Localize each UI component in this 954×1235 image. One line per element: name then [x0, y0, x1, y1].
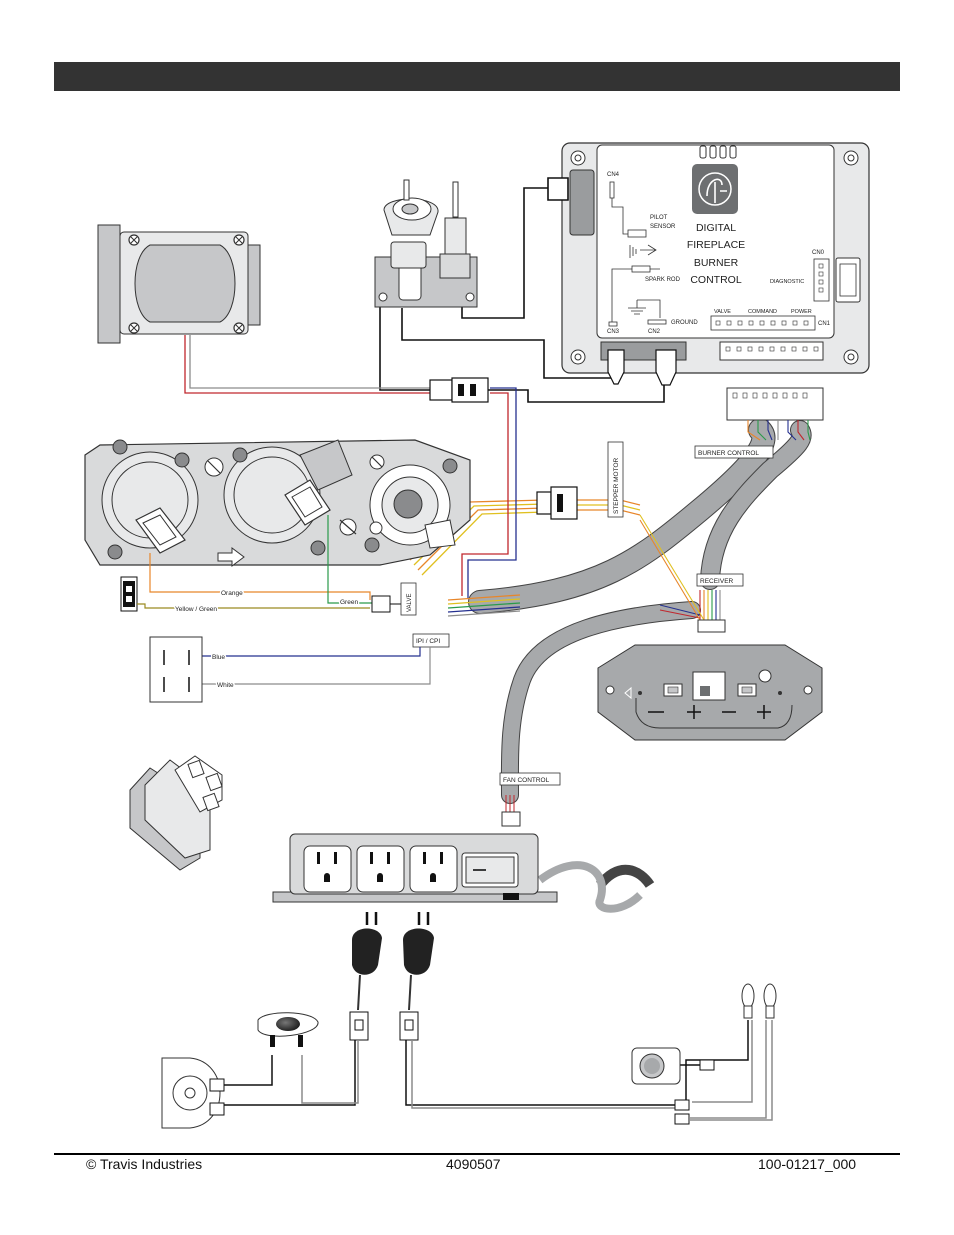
footer-part-number: 100-01217_000	[758, 1156, 857, 1172]
wire-label-yellow-green: Yellow / Green	[175, 606, 217, 613]
pilot-assembly	[374, 179, 478, 308]
ground-label: GROUND	[671, 320, 698, 326]
section-header-bar	[54, 62, 900, 91]
cn4-label: CN4	[607, 172, 620, 178]
rocker-switch	[129, 755, 223, 871]
receiver-tag: RECEIVER	[696, 573, 744, 587]
receiver-plug	[697, 619, 726, 633]
svg-text:RECEIVER: RECEIVER	[700, 578, 734, 585]
valve-tag: VALVE	[400, 582, 417, 616]
gas-valve	[84, 439, 471, 567]
wire-label-blue: Blue	[212, 654, 225, 661]
board-title-line-3: BURNER	[694, 257, 739, 269]
stepper-connector	[536, 486, 578, 520]
receiver-wires	[639, 514, 721, 621]
cn3-label: CN3	[607, 329, 620, 335]
motor-wires	[184, 335, 517, 598]
power-pin-label: POWER	[791, 309, 812, 315]
valve-plug	[371, 595, 391, 613]
wiring-diagram: DIGITAL FIREPLACE BURNER CONTROL CN4 PIL…	[84, 142, 870, 1129]
board-title-line-2: FIREPLACE	[687, 239, 745, 251]
footer-doc-number: 4090507	[446, 1156, 501, 1172]
footer-rule	[54, 1153, 900, 1155]
cn2-label: CN2	[648, 329, 661, 335]
wire-label-white: White	[217, 682, 234, 689]
command-pin-label: COMMAND	[748, 309, 777, 315]
wire-label-green: Green	[340, 599, 358, 606]
board-title-line-1: DIGITAL	[696, 222, 736, 234]
board-black-wires	[379, 177, 665, 403]
bottom-wiring	[220, 1020, 773, 1121]
wall-switch	[149, 636, 203, 703]
cn0-label: CN0	[812, 250, 825, 256]
fan-control-tag: FAN CONTROL	[499, 772, 561, 786]
board-title-line-4: CONTROL	[690, 274, 741, 286]
burner-control-tag: BURNER CONTROL	[694, 445, 774, 459]
svg-text:VALVE: VALVE	[407, 594, 413, 612]
outlet-box	[272, 833, 655, 913]
power-plugs	[349, 912, 434, 1041]
burner-control-connector	[726, 387, 824, 441]
gas-valve-motor	[97, 224, 261, 344]
diagnostic-label: DIAGNOSTIC	[770, 279, 804, 285]
svg-text:FAN CONTROL: FAN CONTROL	[503, 777, 550, 784]
footer-copyright: © Travis Industries	[86, 1156, 203, 1172]
remote-receiver	[597, 644, 823, 741]
pilot-sensor-label-2: SENSOR	[650, 224, 676, 230]
wire-label-orange: Orange	[221, 590, 243, 597]
thermo-disc	[257, 1012, 319, 1047]
spark-rod-label: SPARK ROD	[645, 277, 681, 283]
valve-harness-wires	[137, 515, 431, 685]
pilot-sensor-label-1: PILOT	[650, 215, 668, 221]
fan-control-connector	[501, 795, 521, 827]
blower-fan	[161, 1057, 225, 1129]
spark-module	[120, 576, 138, 612]
ipi-cpi-tag: IPI / CPI	[412, 633, 450, 648]
control-board: DIGITAL FIREPLACE BURNER CONTROL CN4 PIL…	[561, 142, 870, 374]
light-switch-and-bulbs	[631, 983, 777, 1125]
valve-pin-label: VALVE	[714, 309, 731, 315]
svg-text:IPI / CPI: IPI / CPI	[416, 638, 440, 645]
inline-connector	[429, 377, 489, 403]
stepper-motor-tag: STEPPER MOTOR	[607, 441, 624, 518]
svg-text:BURNER CONTROL: BURNER CONTROL	[698, 450, 759, 457]
brand-logo	[692, 164, 738, 214]
svg-text:STEPPER MOTOR: STEPPER MOTOR	[613, 457, 620, 514]
cn1-label: CN1	[818, 321, 831, 327]
